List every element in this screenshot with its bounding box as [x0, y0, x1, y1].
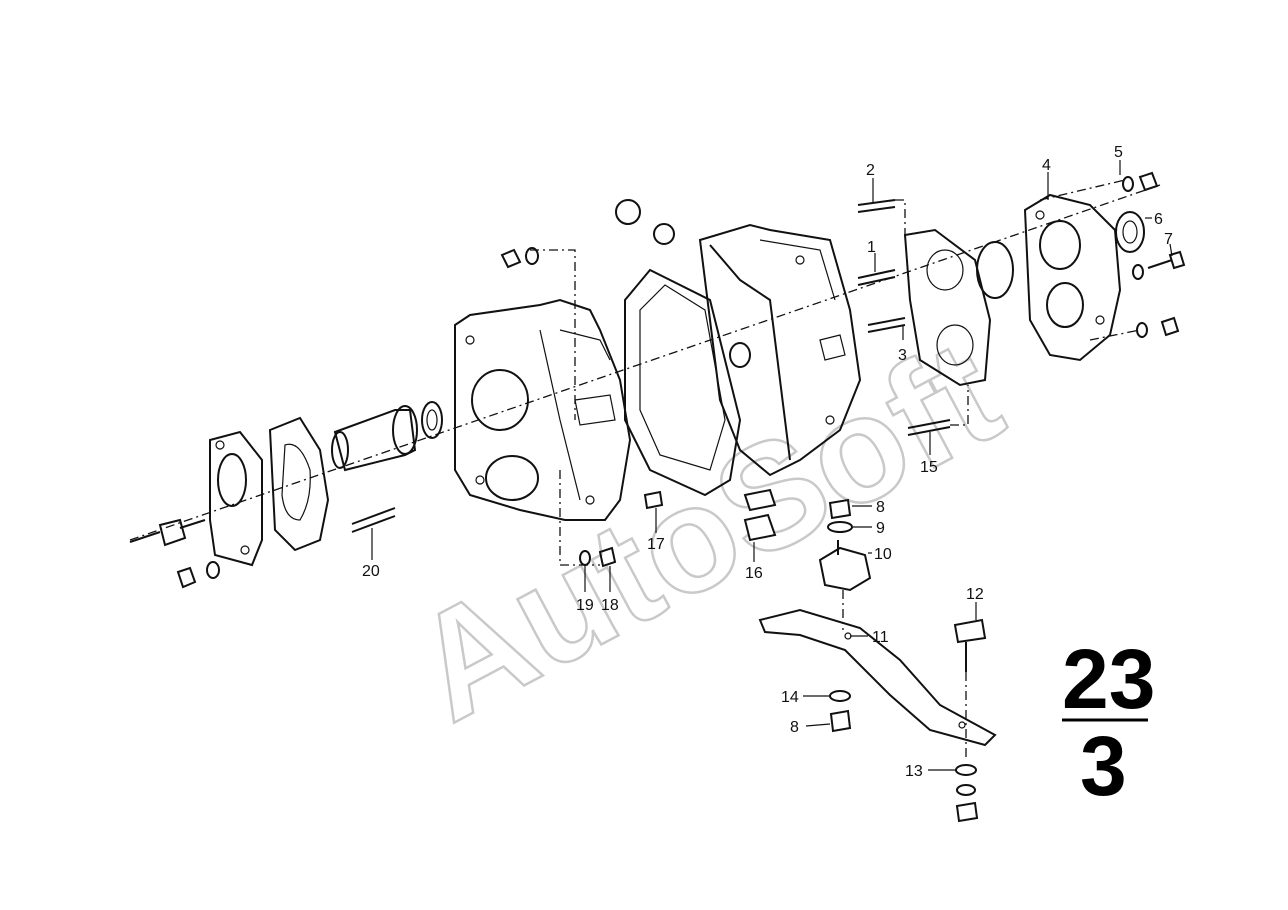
- callout-5: 5: [1114, 144, 1123, 161]
- washer-13[interactable]: [955, 764, 977, 776]
- callout-labels: 1 2 3 4 5 6 7 8 9 10 11 12 8 14 13 15 16…: [362, 144, 1173, 780]
- callout-13: 13: [905, 763, 923, 780]
- stud-15[interactable]: [907, 419, 951, 436]
- callout-1: 1: [867, 239, 876, 256]
- front-housing[interactable]: [454, 298, 632, 521]
- callout-9: 9: [876, 520, 885, 537]
- rear-cover[interactable]: [1023, 193, 1122, 362]
- drain-plug-16[interactable]: [743, 488, 777, 542]
- callout-18: 18: [601, 597, 619, 614]
- washer-19[interactable]: [579, 550, 591, 566]
- callout-leaders: [371, 160, 1173, 771]
- bolt-12[interactable]: [953, 618, 987, 672]
- front-cover[interactable]: [209, 430, 263, 567]
- callout-14: 14: [781, 689, 799, 706]
- bushing-17[interactable]: [643, 490, 664, 510]
- front-nut-washer[interactable]: [176, 561, 220, 589]
- leader-stud-2: [895, 199, 906, 240]
- group-number-top: 23: [1062, 632, 1155, 726]
- main-gear-housing[interactable]: [698, 223, 862, 477]
- mount-nut-8-top[interactable]: [828, 498, 852, 520]
- plug-screw[interactable]: [615, 199, 675, 245]
- leader-front-housing-nut: [530, 249, 576, 420]
- rear-seal[interactable]: [1115, 211, 1145, 253]
- leader-rear-bottom: [1089, 329, 1141, 341]
- leader-rear-top: [1039, 179, 1126, 201]
- stud-1[interactable]: [857, 269, 896, 286]
- group-number-bottom: 3: [1080, 719, 1127, 813]
- callout-19: 19: [576, 597, 594, 614]
- callout-20: 20: [362, 563, 380, 580]
- stud-3[interactable]: [867, 317, 906, 333]
- group-number: 23 3: [1062, 632, 1155, 813]
- callout-7: 7: [1164, 231, 1173, 248]
- front-cover-gasket[interactable]: [268, 416, 330, 552]
- rear-bolt-7[interactable]: [1132, 250, 1186, 280]
- nut-18[interactable]: [598, 546, 617, 568]
- rear-nut-lower[interactable]: [1136, 316, 1180, 338]
- callout-8-top: 8: [876, 499, 885, 516]
- input-shaft-sleeve[interactable]: [331, 405, 418, 472]
- callout-8-bottom: 8: [790, 719, 799, 736]
- callout-12: 12: [966, 586, 984, 603]
- callout-2: 2: [866, 162, 875, 179]
- shaft-seal[interactable]: [421, 401, 443, 439]
- callout-16: 16: [745, 565, 763, 582]
- callout-6: 6: [1154, 211, 1163, 228]
- rear-nut-5[interactable]: [1122, 171, 1159, 192]
- nut-13-lower[interactable]: [955, 784, 979, 823]
- callout-17: 17: [647, 536, 665, 553]
- housing-nut-top[interactable]: [500, 247, 539, 269]
- ring-gasket[interactable]: [976, 241, 1014, 299]
- rear-gasket[interactable]: [903, 228, 992, 387]
- leader-stud-15: [950, 385, 969, 426]
- intermediate-gasket[interactable]: [624, 268, 742, 497]
- nut-8-bottom[interactable]: [829, 709, 852, 733]
- washer-14[interactable]: [829, 690, 851, 702]
- stud-2[interactable]: [857, 199, 896, 213]
- stud-20[interactable]: [351, 507, 396, 533]
- callout-10: 10: [874, 546, 892, 563]
- watermark: AutoSoft: [387, 307, 1025, 753]
- callout-11: 11: [872, 629, 889, 646]
- front-bolt[interactable]: [129, 518, 206, 547]
- rubber-mount-10[interactable]: [818, 540, 872, 592]
- callout-4: 4: [1042, 157, 1051, 174]
- callout-3: 3: [898, 347, 907, 364]
- callout-15: 15: [920, 459, 938, 476]
